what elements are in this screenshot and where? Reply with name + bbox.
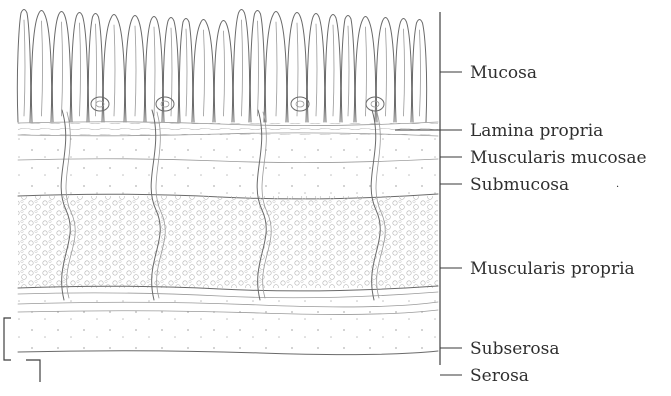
- villus-core: [224, 31, 225, 116]
- villus-core: [24, 20, 25, 116]
- villus-core: [242, 20, 243, 116]
- subserosa-band: [18, 296, 438, 352]
- label-subserosa: Subserosa: [470, 339, 559, 359]
- submucosa-band: [18, 160, 438, 196]
- left-bracket-tail: [26, 360, 40, 382]
- label-muscularis-propria: Muscularis propria: [470, 259, 635, 279]
- left-bracket: [4, 318, 11, 360]
- mucosa-villi: [17, 10, 426, 123]
- villus-core: [258, 21, 259, 116]
- villus-core: [420, 30, 421, 116]
- muscularis-propria-band: [18, 196, 438, 288]
- villus-core: [135, 26, 136, 116]
- tissue-block: [17, 10, 440, 366]
- villus-core: [80, 23, 81, 116]
- villus-core: [42, 21, 43, 116]
- crypt: [91, 97, 109, 111]
- villus-core: [404, 29, 405, 116]
- villus-core: [386, 28, 387, 116]
- label-submucosa: Submucosa: [470, 175, 569, 195]
- villus-core: [62, 22, 63, 116]
- villus-core: [276, 22, 277, 116]
- villus-core: [204, 30, 205, 116]
- stray-mark: ·: [616, 182, 619, 193]
- label-lamina-propria: Lamina propria: [470, 121, 603, 141]
- villus-core: [333, 25, 334, 116]
- villus-core: [316, 24, 317, 116]
- villus-core: [171, 28, 172, 116]
- label-muscularis-mucosae: Muscularis mucosae: [470, 148, 647, 168]
- label-mucosa: Mucosa: [470, 63, 537, 83]
- villus-core: [348, 26, 349, 116]
- villus-core: [186, 29, 187, 116]
- villus-core: [114, 25, 115, 116]
- villus-core: [154, 27, 155, 116]
- label-serosa: Serosa: [470, 366, 529, 386]
